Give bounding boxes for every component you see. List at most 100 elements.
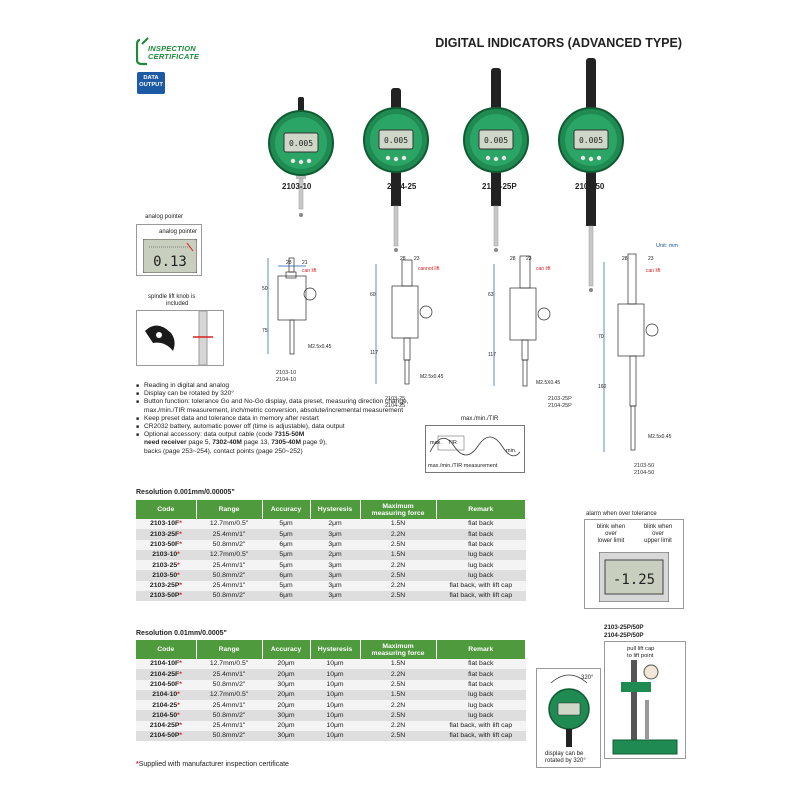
cell-range: 25.4mm/1": [196, 669, 262, 680]
cell-hysteresis: 3μm: [310, 591, 360, 602]
cell-code: 2103-25P*: [136, 580, 196, 592]
cell-range: 25.4mm/1": [196, 560, 262, 571]
cell-hysteresis: 3μm: [310, 539, 360, 550]
cell-code: 2104-50*: [136, 710, 196, 721]
cell-hysteresis: 10μm: [310, 710, 360, 721]
cell-force: 1.5N: [360, 549, 436, 561]
spindle-caption-line-1: spindle lift knob is: [148, 294, 196, 300]
feature-item: Button function: tolerance Go and No-Go …: [136, 398, 416, 414]
indicator-reading: 0.005: [484, 136, 508, 145]
cell-remark: flat back: [436, 679, 526, 690]
cell-force: 2.2N: [360, 560, 436, 571]
accessory-code: 7305-40M: [271, 439, 301, 447]
cell-code: 2103-25F*: [136, 529, 196, 540]
rotated-indicator-image: 320°: [548, 674, 594, 747]
certificate-star: *: [179, 540, 182, 548]
cell-remark: flat back, with lift cap: [436, 731, 526, 742]
accessory-tail: backs (page 253~254), contact points (pa…: [144, 447, 303, 455]
cell-accuracy: 20μm: [262, 669, 310, 680]
indicator-2103-10-image: 0.005: [268, 97, 334, 217]
column-header: Range: [196, 640, 263, 659]
indicator-2104-25P-image: 0.005: [463, 68, 529, 252]
cell-hysteresis: 10μm: [310, 700, 360, 711]
svg-text:28: 28: [622, 256, 628, 262]
svg-text:70: 70: [598, 334, 604, 340]
column-header: Range: [196, 500, 263, 519]
thread-label: M2.5x0.45: [648, 434, 672, 440]
cell-code: 2104-25P*: [136, 720, 196, 732]
feature-item: Reading in digital and analog: [136, 382, 416, 390]
cell-accuracy: 30μm: [262, 710, 310, 721]
indicator-reading: 0.005: [289, 139, 313, 148]
cell-accuracy: 6μm: [262, 591, 310, 602]
caption-code-1: 2103-50: [634, 463, 655, 469]
accessory-receiver: need receiver: [144, 439, 187, 447]
cell-force: 1.5N: [360, 689, 436, 701]
cell-accuracy: 5μm: [262, 549, 310, 561]
certificate-star: *: [179, 722, 183, 730]
feature-item: Keep preset data and tolerance data in m…: [136, 415, 416, 423]
svg-text:117: 117: [488, 352, 496, 358]
data-output-badge: DATA OUTPUT: [137, 72, 165, 94]
cell-hysteresis: 10μm: [310, 689, 360, 701]
cell-range: 12.7mm/0.5": [196, 689, 262, 701]
cell-range: 50.8mm/2": [196, 570, 262, 581]
certificate-star: *: [177, 571, 180, 579]
lcd-display-image: 0.13: [143, 239, 197, 273]
cell-hysteresis: 10μm: [310, 669, 360, 680]
cell-accuracy: 20μm: [262, 659, 310, 670]
certificate-star: *: [177, 561, 180, 569]
svg-text:23: 23: [526, 256, 532, 262]
cell-remark: lug back: [436, 549, 526, 561]
caption-code-1: 2103-10: [276, 370, 297, 376]
rotation-angle: 320°: [581, 675, 594, 681]
svg-text:75: 75: [262, 328, 268, 334]
indicator-reading: 0.005: [579, 136, 603, 145]
caption-code-2: 2104-25P: [548, 402, 572, 409]
cell-remark: lug back: [436, 570, 526, 581]
cell-code: 2104-50F*: [136, 679, 196, 690]
cell-range: 50.8mm/2": [196, 679, 262, 690]
cell-code: 2104-25F*: [136, 669, 196, 680]
cell-remark: lug back: [436, 689, 526, 701]
logo-line-2: CERTIFICATE: [148, 52, 200, 61]
badge-line-1: DATA: [143, 75, 159, 81]
dimension-drawing-2103-50: 28 23 70 160 can lift M2.5x0.45: [598, 253, 672, 452]
caption-code-2: 2104-50: [634, 469, 655, 476]
cell-force: 2.5N: [360, 570, 436, 581]
certificate-star: *: [179, 530, 182, 538]
cell-accuracy: 20μm: [262, 689, 310, 701]
column-header: Remark: [436, 500, 526, 519]
dimension-drawing-2104-25P: 28 23 63 117 can lift M2.5X0.45: [488, 255, 560, 387]
table-1-title: Resolution 0.001mm/0.00005": [136, 489, 235, 496]
thread-label: M2.5X0.45: [536, 380, 560, 386]
cell-hysteresis: 2μm: [310, 519, 360, 530]
analog-pointer-inner-caption: analog pointer: [159, 229, 198, 235]
lift-stand-image: [612, 660, 678, 755]
badge-line-2: OUTPUT: [139, 82, 163, 88]
cell-hysteresis: 3μm: [310, 570, 360, 581]
can-lift-label: can lift: [536, 266, 551, 272]
cell-remark: flat back: [436, 519, 526, 530]
cell-range: 12.7mm/0.5": [196, 549, 262, 561]
analog-pointer-panel: analog pointer 0.13: [136, 224, 202, 276]
cell-accuracy: 20μm: [262, 720, 310, 732]
indicator-label: 2104-25: [387, 182, 417, 191]
cell-code: 2104-50P*: [136, 731, 196, 742]
